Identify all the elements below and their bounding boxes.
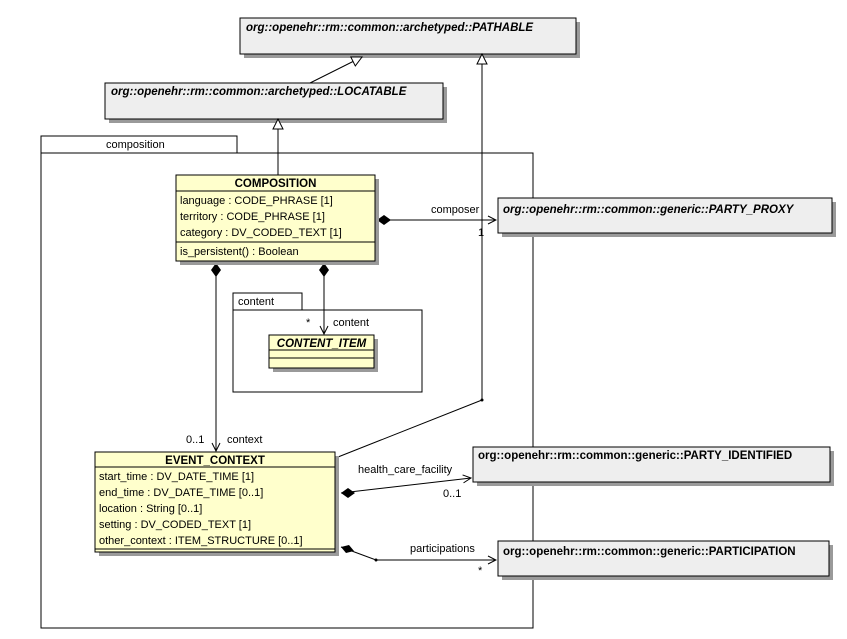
attr-end-time: end_time : DV_DATE_TIME [0..1]: [99, 487, 263, 499]
composer-diamond: [377, 215, 391, 225]
class-party-proxy[interactable]: org::openehr::rm::common::generic::PARTY…: [497, 197, 836, 237]
package-composition-label: composition: [106, 139, 165, 151]
label-participations: participations: [410, 543, 475, 555]
class-composition[interactable]: COMPOSITION language : CODE_PHRASE [1] t…: [175, 174, 379, 265]
mult-participations: *: [478, 565, 483, 577]
op-is-persistent: is_persistent() : Boolean: [180, 246, 299, 258]
class-composition-name: COMPOSITION: [235, 178, 317, 190]
class-pathable-name: org::openehr::rm::common::archetyped::PA…: [246, 22, 533, 34]
package-content-label: content: [238, 296, 274, 308]
attr-start-time: start_time : DV_DATE_TIME [1]: [99, 471, 254, 483]
class-locatable-name: org::openehr::rm::common::archetyped::LO…: [111, 86, 407, 98]
generalization-locatable-pathable: [309, 57, 362, 84]
class-participation-name: org::openehr::rm::common::generic::PARTI…: [503, 546, 796, 558]
class-party-proxy-name: org::openehr::rm::common::generic::PARTY…: [503, 204, 795, 216]
connectors: [211, 54, 496, 562]
class-locatable[interactable]: org::openehr::rm::common::archetyped::LO…: [104, 82, 447, 123]
class-pathable[interactable]: org::openehr::rm::common::archetyped::PA…: [239, 17, 580, 58]
label-health-care-facility: health_care_facility: [358, 464, 453, 476]
class-event-context[interactable]: EVENT_CONTEXT start_time : DV_DATE_TIME …: [94, 451, 339, 556]
association-labels: composer 1 content * context 0..1 health…: [186, 204, 484, 577]
mult-composer: 1: [478, 227, 484, 239]
attr-setting: setting : DV_CODED_TEXT [1]: [99, 519, 251, 531]
attr-location: location : String [0..1]: [99, 503, 202, 515]
class-content-item-name: CONTENT_ITEM: [277, 338, 367, 350]
label-content: content: [333, 317, 369, 329]
content-diamond: [319, 263, 329, 277]
class-participation[interactable]: org::openehr::rm::common::generic::PARTI…: [497, 540, 833, 580]
class-party-identified-name: org::openehr::rm::common::generic::PARTY…: [478, 450, 792, 462]
mult-health-care-facility: 0..1: [443, 488, 461, 500]
label-composer: composer: [431, 204, 480, 216]
attr-language: language : CODE_PHRASE [1]: [180, 195, 333, 207]
attr-territory: territory : CODE_PHRASE [1]: [180, 211, 325, 223]
context-diamond: [211, 263, 221, 277]
mult-context: 0..1: [186, 434, 204, 446]
attr-other-context: other_context : ITEM_STRUCTURE [0..1]: [99, 535, 303, 547]
participations-diamond: [341, 545, 354, 553]
hcf-diamond: [341, 488, 355, 498]
class-event-context-name: EVENT_CONTEXT: [165, 455, 265, 467]
assoc-health-care-facility: [340, 478, 471, 494]
class-content-item[interactable]: CONTENT_ITEM: [268, 334, 378, 372]
attr-category: category : DV_CODED_TEXT [1]: [180, 227, 342, 239]
mult-content: *: [306, 317, 311, 329]
label-context: context: [227, 434, 262, 446]
class-party-identified[interactable]: org::openehr::rm::common::generic::PARTY…: [472, 446, 834, 486]
